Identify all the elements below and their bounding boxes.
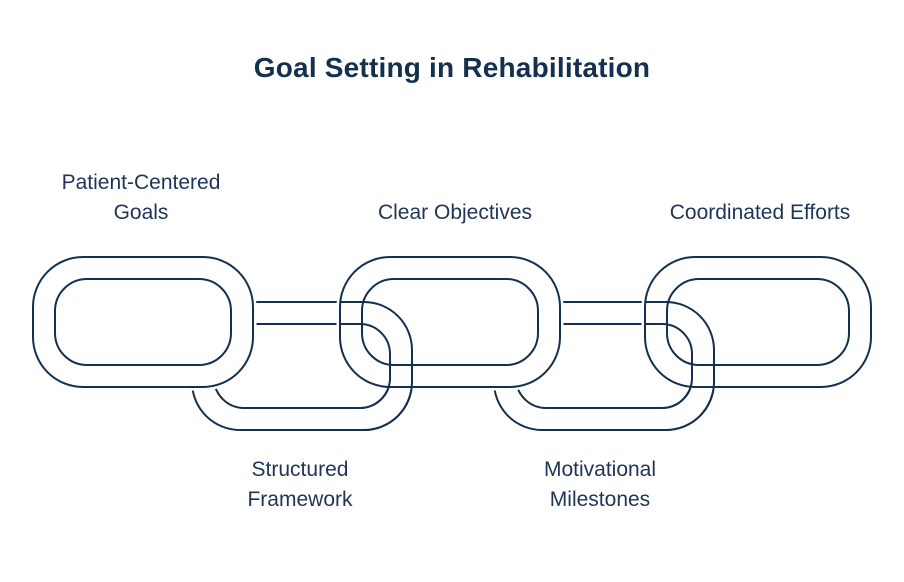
link-label-patient-centered-goals: Patient-Centered Goals <box>61 171 221 224</box>
link-label-motivational-milestones: Motivational Milestones <box>543 458 657 511</box>
chain-link-1 <box>29 253 257 391</box>
chain-link-3 <box>336 253 564 391</box>
link-label-structured-framework: Structured Framework <box>247 458 353 511</box>
page-title: Goal Setting in Rehabilitation <box>253 52 651 83</box>
link-label-coordinated-efforts: Coordinated Efforts <box>669 201 851 224</box>
link-label-clear-objectives: Clear Objectives <box>377 201 533 224</box>
chain-weave-crossings <box>340 301 715 431</box>
chain-link-5 <box>641 253 875 391</box>
